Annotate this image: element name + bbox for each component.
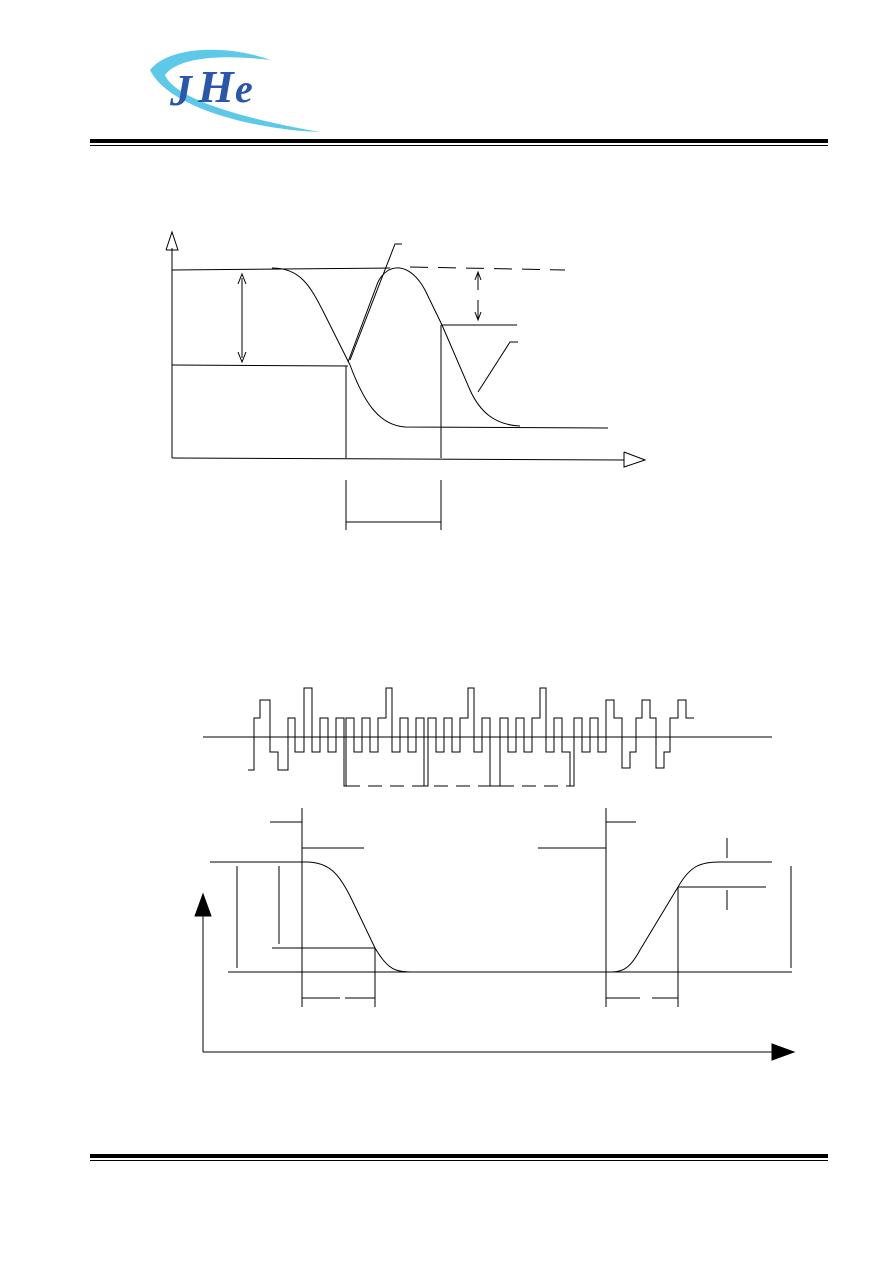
company-logo: J H e bbox=[140, 40, 340, 140]
footer-rule bbox=[90, 1154, 828, 1161]
header-rule bbox=[90, 139, 828, 146]
high-level-dashed-line bbox=[409, 266, 566, 271]
y-axis-arrow-icon bbox=[194, 892, 212, 917]
arrow-up-icon bbox=[237, 272, 247, 285]
logo-swoosh bbox=[150, 49, 320, 132]
arrow-up-icon bbox=[474, 270, 482, 281]
leader-line-lower bbox=[477, 341, 518, 393]
mid-level-line bbox=[171, 364, 349, 367]
rise-and-fall-curve bbox=[347, 267, 521, 427]
transition-waveform bbox=[305, 861, 772, 973]
x-axis-arrow-icon bbox=[623, 451, 647, 468]
jhe-logo-icon: J H e bbox=[150, 49, 320, 132]
x-axis-line bbox=[171, 457, 625, 461]
logo-letter-h: H bbox=[197, 61, 235, 112]
y-axis-arrow-icon bbox=[165, 230, 179, 251]
arrow-down-icon bbox=[474, 311, 482, 322]
arrow-down-icon bbox=[237, 351, 247, 364]
logo-letter-j: J bbox=[169, 66, 194, 115]
pulse-train bbox=[248, 687, 694, 787]
logo-letter-e: e bbox=[235, 66, 253, 111]
x-axis-arrow-icon bbox=[771, 1043, 796, 1061]
leader-line-upper bbox=[349, 243, 402, 361]
first-fall-curve bbox=[271, 267, 609, 429]
